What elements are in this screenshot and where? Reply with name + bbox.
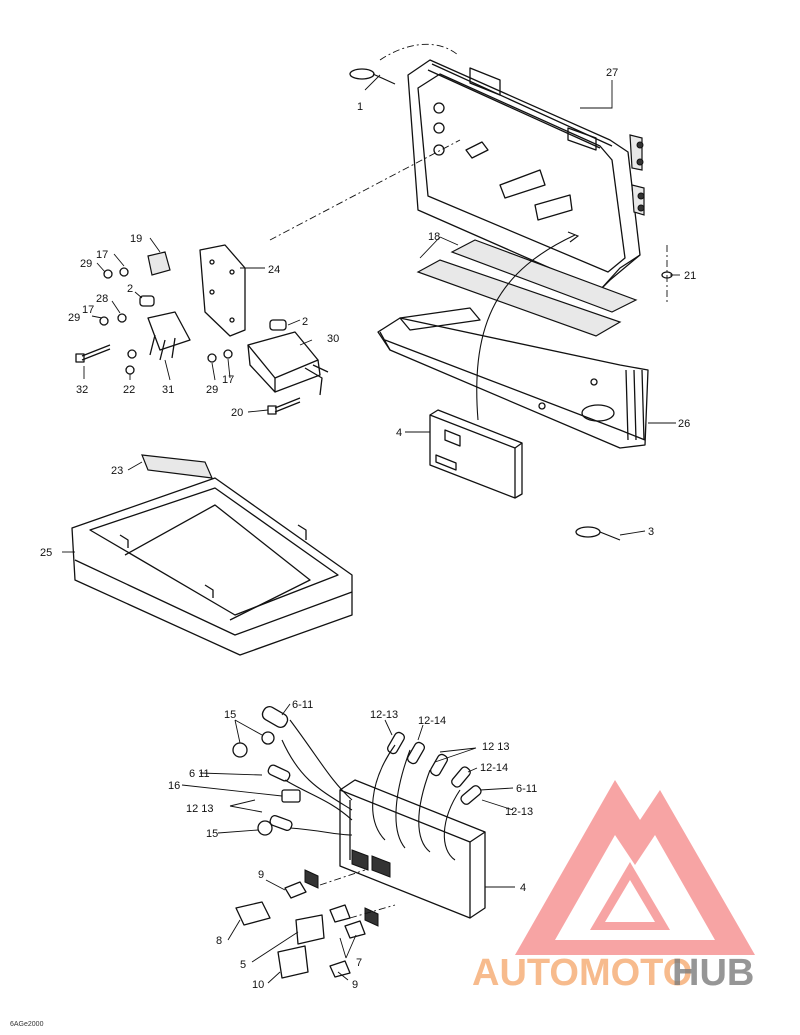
callout-12-13-d: 12-13 <box>505 806 533 818</box>
callout-21: 21 <box>684 270 696 282</box>
relay-part-30 <box>247 331 329 396</box>
callout-19: 19 <box>130 233 142 245</box>
relay-part-19 <box>147 251 171 276</box>
callout-6-11-a: 6-11 <box>292 699 313 711</box>
cover-part-26 <box>377 307 649 449</box>
callout-22: 22 <box>123 384 135 396</box>
callout-18: 18 <box>428 231 440 243</box>
callout-17-c: 17 <box>222 374 234 386</box>
callout-23: 23 <box>111 465 123 477</box>
callout-4-b: 4 <box>520 882 526 894</box>
callout-12-13-c: 12 13 <box>186 803 214 815</box>
callout-29-a: 29 <box>80 258 92 270</box>
gasket-part-18 <box>416 239 638 337</box>
callout-16: 16 <box>168 780 180 792</box>
callout-9-b: 9 <box>352 979 358 991</box>
spacer-part-2 <box>139 295 287 331</box>
callout-12-14-a: 12-14 <box>418 715 446 727</box>
callout-24: 24 <box>268 264 280 276</box>
bracket-part-24 <box>199 244 246 337</box>
watermark-text-hub: HUB <box>672 952 754 994</box>
callout-7: 7 <box>356 957 362 969</box>
drawing-code: 6AGe2000 <box>10 1021 44 1028</box>
callout-15-a: 15 <box>224 709 236 721</box>
nuts-washers <box>99 267 233 375</box>
tray-part-25 <box>71 477 353 656</box>
callout-9-a: 9 <box>258 869 264 881</box>
callout-4-a: 4 <box>396 427 402 439</box>
cable-tie-part-3 <box>575 526 621 541</box>
callout-2-a: 2 <box>127 283 133 295</box>
module-part-4-lower <box>339 779 486 919</box>
callout-6-11-c: 6-11 <box>516 783 537 795</box>
callout-3: 3 <box>648 526 654 538</box>
callout-10: 10 <box>252 979 264 991</box>
callout-15-b: 15 <box>206 828 218 840</box>
callout-17-b: 17 <box>82 304 94 316</box>
bolt-part-32 <box>75 344 111 363</box>
leader-lines <box>62 74 680 984</box>
callout-30: 30 <box>327 333 339 345</box>
watermark-text-automoto: AUTOMOTO <box>472 952 692 994</box>
callout-5: 5 <box>240 959 246 971</box>
callout-25: 25 <box>40 547 52 559</box>
callout-29-b: 29 <box>68 312 80 324</box>
strap-part-23 <box>141 454 213 479</box>
bolt-part-20 <box>267 397 301 415</box>
callout-26: 26 <box>678 418 690 430</box>
module-part-4-upper <box>429 409 523 499</box>
watermark-logo <box>515 780 755 955</box>
terminal-wires <box>281 719 461 861</box>
housing-part-27 <box>407 59 645 291</box>
callout-17-a: 17 <box>96 249 108 261</box>
fuse-holders <box>235 869 379 979</box>
callout-27: 27 <box>606 67 618 79</box>
relay-part-31 <box>147 311 191 361</box>
callout-12-13-a: 12-13 <box>370 709 398 721</box>
callout-labels: 1 27 18 21 19 24 17 29 2 28 17 29 2 30 3… <box>40 67 696 991</box>
callout-20: 20 <box>231 407 243 419</box>
callout-8: 8 <box>216 935 222 947</box>
callout-2-b: 2 <box>302 316 308 328</box>
callout-29-c: 29 <box>206 384 218 396</box>
callout-31: 31 <box>162 384 174 396</box>
callout-6-11-b: 6 11 <box>189 768 210 780</box>
callout-32: 32 <box>76 384 88 396</box>
callout-12-14-b: 12-14 <box>480 762 508 774</box>
callout-12-13-b: 12 13 <box>482 741 510 753</box>
cable-tie-part-1 <box>349 68 396 85</box>
callout-1: 1 <box>357 101 363 113</box>
callout-28: 28 <box>96 293 108 305</box>
